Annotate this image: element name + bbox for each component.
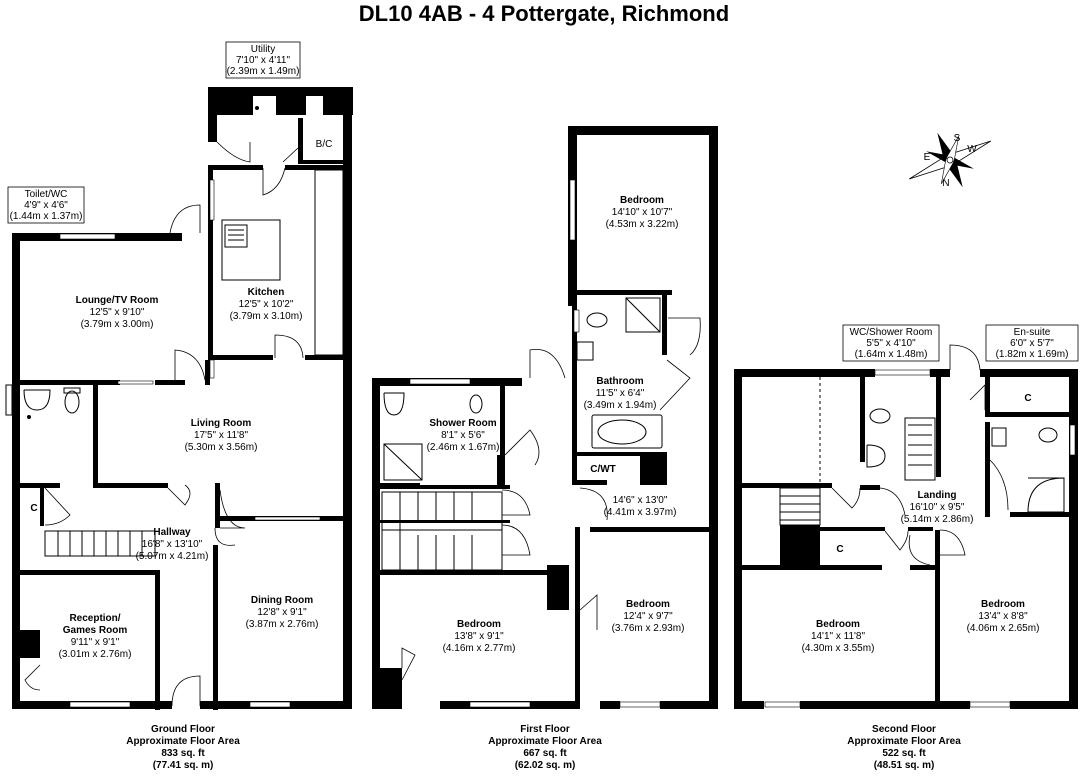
sink-icon [23, 389, 51, 411]
toilet-icon [469, 312, 608, 414]
shower-tray-icon [625, 297, 661, 333]
dining-imperial: 12'8" x 9'1" [257, 607, 307, 618]
bedroom-f2-left-imperial: 14'1" x 11'8" [811, 631, 866, 642]
reception-name-1: Reception/ [69, 613, 120, 624]
hallway-name: Hallway [153, 527, 191, 538]
ground-floor-sqm: (77.41 sq. m) [153, 760, 214, 771]
staircase-icon [44, 530, 156, 557]
bathroom-name: Bathroom [596, 376, 643, 387]
bedroom-f1-rear-name: Bedroom [620, 195, 664, 206]
second-floor-plan [734, 344, 1078, 709]
sink-icon [383, 341, 594, 416]
ensuite-metric: (1.82m x 1.69m) [996, 349, 1069, 360]
landing-f2-name: Landing [918, 490, 957, 501]
c-second-mid-label: C [836, 544, 843, 555]
first-floor-sqft: 667 sq. ft [523, 748, 567, 759]
toilet-icon [869, 408, 1058, 443]
bc-label: B/C [316, 139, 333, 150]
toilet-imperial: 4'9" x 4'6" [24, 200, 68, 211]
first-floor-area-label: Approximate Floor Area [488, 736, 602, 747]
bathroom-imperial: 11'5" x 6'4" [596, 388, 645, 399]
shower-imperial: 8'1" x 5'6" [441, 430, 485, 441]
bath-icon [591, 414, 663, 449]
plan-title: DL10 4AB - 4 Pottergate, Richmond [359, 1, 729, 26]
ground-floor-name: Ground Floor [151, 724, 215, 735]
reception-metric: (3.01m x 2.76m) [59, 649, 132, 660]
dining-name: Dining Room [251, 595, 313, 606]
bedroom-f2-left-name: Bedroom [816, 619, 860, 630]
landing-f1-imperial: 14'6" x 13'0" [613, 495, 668, 506]
hallway-metric: (5.07m x 4.21m) [136, 551, 209, 562]
second-floor-sqm: (48.51 sq. m) [874, 760, 935, 771]
utility-imperial: 7'10" x 4'11" [236, 55, 291, 66]
compass-rose-icon [909, 132, 991, 188]
wc-shower-name: WC/Shower Room [850, 327, 933, 338]
reception-name-2: Games Room [63, 625, 128, 636]
bedroom-f1-right-name: Bedroom [626, 599, 670, 610]
staircase-icon [381, 491, 503, 571]
lounge-name: Lounge/TV Room [76, 295, 159, 306]
shower-tray-icon [383, 443, 423, 481]
bedroom-f2-right-metric: (4.06m x 2.65m) [967, 623, 1040, 634]
hallway-imperial: 16'8" x 13'10" [142, 539, 203, 550]
c-second-top-label: C [1024, 393, 1031, 404]
bedroom-f1-rear-imperial: 14'10" x 10'7" [612, 207, 673, 218]
cwt-label: C/WT [590, 464, 616, 475]
bedroom-f1-rear-metric: (4.53m x 3.22m) [606, 219, 679, 230]
bedroom-f1-right-metric: (3.76m x 2.93m) [612, 623, 685, 634]
compass-w: W [967, 144, 977, 155]
bathroom-metric: (3.49m x 1.94m) [584, 400, 657, 411]
compass-e: E [924, 152, 931, 163]
shower-name: Shower Room [429, 418, 496, 429]
bedroom-f1-right-imperial: 12'4" x 9'7" [623, 611, 673, 622]
first-floor-name: First Floor [520, 724, 570, 735]
ensuite-imperial: 6'0" x 5'7" [1010, 338, 1054, 349]
living-imperial: 17'5" x 11'8" [194, 430, 249, 441]
compass-n: N [942, 178, 949, 189]
utility-metric: (2.39m x 1.49m) [227, 66, 300, 77]
second-floor-name: Second Floor [872, 724, 936, 735]
landing-f2-metric: (5.14m x 2.86m) [901, 514, 974, 525]
ground-floor-sqft: 833 sq. ft [161, 748, 205, 759]
bedroom-f2-right-imperial: 13'4" x 8'8" [978, 611, 1028, 622]
kitchen-name: Kitchen [248, 287, 285, 298]
first-floor-sqm: (62.02 sq. m) [515, 760, 576, 771]
ensuite-name: En-suite [1014, 327, 1051, 338]
bedroom-f2-right-name: Bedroom [981, 599, 1025, 610]
shower-metric: (2.46m x 1.67m) [427, 442, 500, 453]
c-ground-label: C [30, 503, 37, 514]
landing-f1-metric: (4.41m x 3.97m) [604, 507, 677, 518]
living-name: Living Room [191, 418, 252, 429]
toilet-metric: (1.44m x 1.37m) [10, 211, 83, 222]
kitchen-imperial: 12'5" x 10'2" [239, 299, 294, 310]
dining-metric: (3.87m x 2.76m) [246, 619, 319, 630]
sink-icon [224, 224, 248, 248]
bedroom-f1-left-imperial: 13'8" x 9'1" [454, 631, 504, 642]
sink-icon [866, 427, 1007, 468]
compass-s: S [954, 133, 961, 144]
lounge-metric: (3.79m x 3.00m) [81, 319, 154, 330]
toilet-name: Toilet/WC [25, 189, 68, 200]
utility-name: Utility [251, 44, 275, 55]
first-floor-plan [372, 126, 718, 709]
second-floor-area-label: Approximate Floor Area [847, 736, 961, 747]
second-floor-sqft: 522 sq. ft [882, 748, 926, 759]
bedroom-f1-left-name: Bedroom [457, 619, 501, 630]
bath-icon [904, 417, 936, 481]
staircase-icon [779, 487, 821, 526]
bedroom-f2-left-metric: (4.30m x 3.55m) [802, 643, 875, 654]
bedroom-f1-left-metric: (4.16m x 2.77m) [443, 643, 516, 654]
ground-floor-area-label: Approximate Floor Area [126, 736, 240, 747]
wc-shower-metric: (1.64m x 1.48m) [855, 349, 928, 360]
shower-tray-icon [1027, 477, 1065, 513]
living-metric: (5.30m x 3.56m) [185, 442, 258, 453]
lounge-imperial: 12'5" x 9'10" [90, 307, 145, 318]
reception-imperial: 9'11" x 9'1" [71, 637, 120, 648]
wc-shower-imperial: 5'5" x 4'10" [866, 338, 916, 349]
kitchen-metric: (3.79m x 3.10m) [230, 311, 303, 322]
ground-floor-plan [5, 87, 353, 710]
toilet-icon [63, 387, 81, 414]
landing-f2-imperial: 16'10" x 9'5" [910, 502, 965, 513]
